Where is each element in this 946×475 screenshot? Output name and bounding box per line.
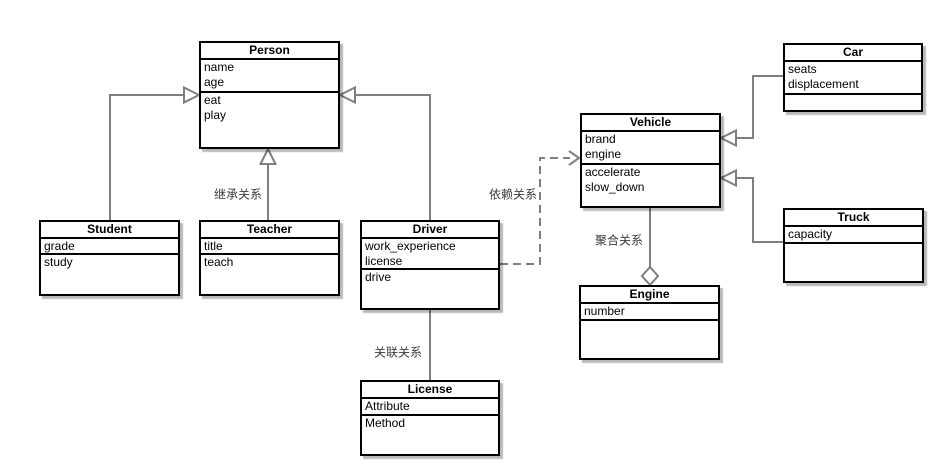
class-title: Person	[201, 43, 338, 60]
class-method: slow_down	[585, 180, 645, 194]
class-title: Teacher	[201, 222, 338, 239]
inheritance-relationship-label: 继承关系	[213, 187, 263, 202]
class-attribute: number	[584, 304, 625, 318]
class-attribute: seats	[788, 62, 817, 76]
class-method: drive	[365, 270, 392, 284]
class-title: Driver	[362, 222, 498, 239]
class-title: Engine	[581, 287, 718, 304]
class-car: Car seats displacement	[783, 43, 923, 112]
generalization-arrow-icon	[718, 128, 737, 148]
generalization-arrow-icon	[337, 85, 356, 105]
class-attribute: title	[204, 239, 223, 253]
aggregation-diamond-icon	[640, 265, 660, 287]
dependency-arrow-icon	[568, 150, 581, 166]
class-method: eat	[204, 93, 221, 107]
generalization-arrow-icon	[718, 168, 737, 188]
class-person: Person name age eat play	[199, 41, 340, 149]
edge-driver-vehicle	[500, 157, 570, 265]
class-title: Truck	[785, 210, 922, 227]
class-title: Vehicle	[582, 115, 719, 132]
class-attribute: displacement	[788, 77, 859, 91]
class-attribute: age	[204, 75, 225, 89]
class-student: Student grade study	[39, 220, 180, 296]
class-title: Car	[785, 45, 921, 62]
class-method: teach	[204, 255, 234, 269]
class-attribute: brand	[585, 132, 616, 146]
class-driver: Driver work_experience license drive	[360, 220, 500, 310]
class-attribute: license	[365, 254, 403, 268]
edge-car-vehicle	[736, 75, 783, 139]
class-attribute: Attribute	[365, 399, 410, 413]
class-method: accelerate	[585, 165, 641, 179]
generalization-arrow-icon	[258, 146, 278, 165]
generalization-arrow-icon	[183, 85, 202, 105]
dependency-relationship-label: 依赖关系	[488, 187, 538, 202]
association-relationship-label: 关联关系	[373, 345, 423, 360]
class-teacher: Teacher title teach	[199, 220, 340, 296]
class-attribute: work_experience	[365, 239, 456, 253]
edge-student-person	[109, 94, 184, 220]
edge-driver-person	[355, 94, 431, 220]
class-title: Student	[41, 222, 178, 239]
edge-truck-vehicle	[736, 177, 783, 243]
class-method: play	[204, 108, 227, 122]
aggregation-relationship-label: 聚合关系	[594, 233, 644, 248]
class-title: License	[362, 382, 498, 399]
class-vehicle: Vehicle brand engine accelerate slow_dow…	[580, 113, 721, 208]
class-attribute: grade	[44, 239, 75, 253]
class-truck: Truck capacity	[783, 208, 924, 283]
class-method: Method	[365, 416, 406, 430]
class-attribute: engine	[585, 147, 622, 161]
class-license: License Attribute Method	[360, 380, 500, 456]
class-attribute: capacity	[788, 227, 833, 241]
class-engine: Engine number	[579, 285, 720, 360]
class-method: study	[44, 255, 73, 269]
class-attribute: name	[204, 60, 235, 74]
